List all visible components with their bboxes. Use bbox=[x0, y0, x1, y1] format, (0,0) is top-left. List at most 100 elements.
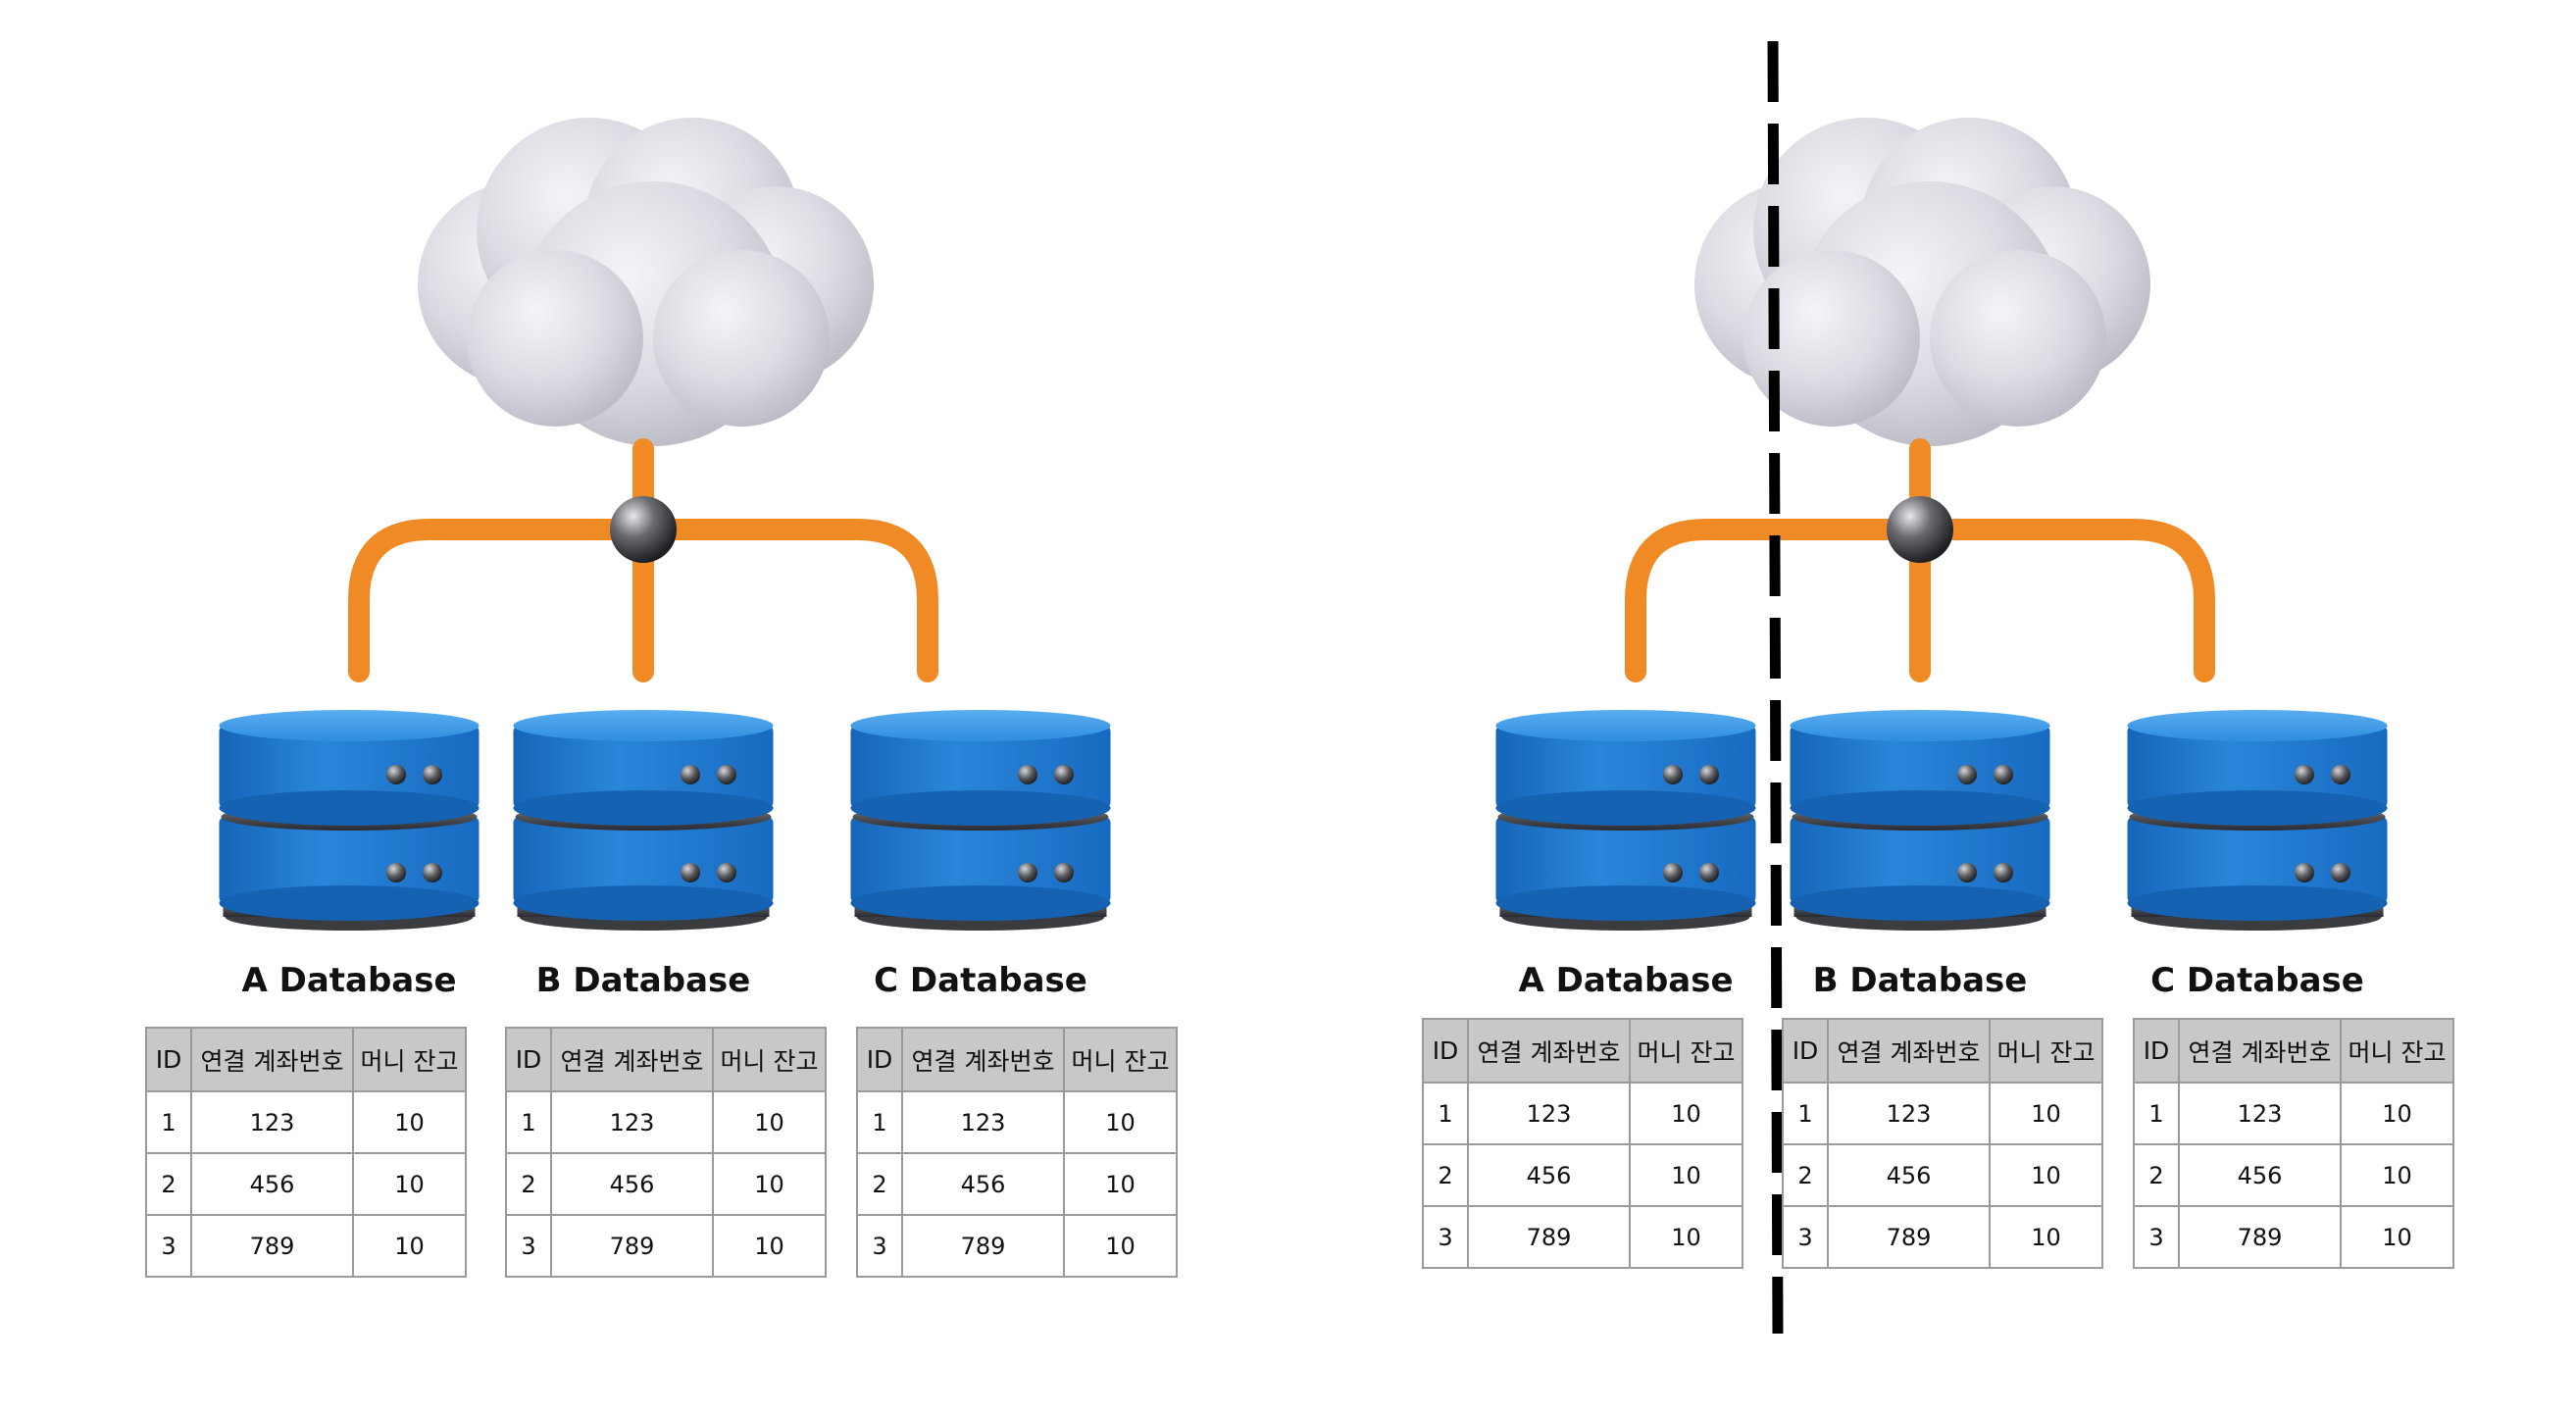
table-cell: 123 bbox=[2178, 1082, 2342, 1145]
table-cell: 2 bbox=[2133, 1143, 2180, 1207]
database-icon bbox=[1790, 710, 2050, 931]
connector-pipes bbox=[348, 438, 938, 682]
table-cell: 10 bbox=[2340, 1143, 2454, 1207]
table-cell: 456 bbox=[2178, 1143, 2342, 1207]
table-cell: 789 bbox=[550, 1214, 714, 1278]
table-cell: 10 bbox=[1063, 1214, 1178, 1278]
table-cell: 10 bbox=[2340, 1082, 2454, 1145]
table-cell: 456 bbox=[550, 1152, 714, 1216]
table-cell: 456 bbox=[1467, 1143, 1631, 1207]
table-cell: 789 bbox=[190, 1214, 354, 1278]
connector-pipes bbox=[1625, 438, 2215, 682]
table-cell: 123 bbox=[901, 1090, 1065, 1154]
table-cell: 3 bbox=[505, 1214, 552, 1278]
table-cell: 1 bbox=[505, 1090, 552, 1154]
column-header: 연결 계좌번호 bbox=[2178, 1018, 2342, 1084]
table-cell: 10 bbox=[1629, 1143, 1743, 1207]
table-cell: 1 bbox=[856, 1090, 903, 1154]
table-cell: 10 bbox=[712, 1214, 827, 1278]
table-cell: 10 bbox=[1063, 1152, 1178, 1216]
table-cell: 10 bbox=[2340, 1205, 2454, 1269]
table-cell: 10 bbox=[352, 1152, 467, 1216]
table-cell: 2 bbox=[145, 1152, 192, 1216]
column-header: 머니 잔고 bbox=[352, 1027, 467, 1092]
table-cell: 456 bbox=[901, 1152, 1065, 1216]
table-cell: 1 bbox=[1782, 1082, 1829, 1145]
table-cell: 123 bbox=[190, 1090, 354, 1154]
table-cell: 3 bbox=[1422, 1205, 1469, 1269]
table-cell: 123 bbox=[1827, 1082, 1991, 1145]
column-header: 연결 계좌번호 bbox=[190, 1027, 354, 1092]
table-cell: 1 bbox=[2133, 1082, 2180, 1145]
table-cell: 456 bbox=[190, 1152, 354, 1216]
table-cell: 2 bbox=[1422, 1143, 1469, 1207]
database-label: A Database bbox=[1518, 961, 1734, 1000]
table-cell: 456 bbox=[1827, 1143, 1991, 1207]
table-cell: 123 bbox=[550, 1090, 714, 1154]
table-cell: 10 bbox=[1629, 1082, 1743, 1145]
right-panel bbox=[1495, 118, 2388, 931]
table-cell: 2 bbox=[856, 1152, 903, 1216]
table-cell: 10 bbox=[712, 1152, 827, 1216]
column-header: ID bbox=[145, 1027, 192, 1092]
database-label: C Database bbox=[2150, 961, 2364, 1000]
column-header: 머니 잔고 bbox=[1629, 1018, 1743, 1084]
network-hub-icon bbox=[1887, 496, 1953, 563]
database-label: C Database bbox=[874, 961, 1087, 1000]
column-header: 연결 계좌번호 bbox=[1827, 1018, 1991, 1084]
table-cell: 10 bbox=[1989, 1143, 2103, 1207]
table-cell: 3 bbox=[856, 1214, 903, 1278]
column-header: ID bbox=[1422, 1018, 1469, 1084]
table-cell: 10 bbox=[1629, 1205, 1743, 1269]
database-icon bbox=[850, 710, 1111, 931]
table-cell: 789 bbox=[2178, 1205, 2342, 1269]
column-header: ID bbox=[505, 1027, 552, 1092]
cloud-icon bbox=[1694, 118, 2150, 446]
column-header: 연결 계좌번호 bbox=[1467, 1018, 1631, 1084]
column-header: 머니 잔고 bbox=[712, 1027, 827, 1092]
table-cell: 10 bbox=[712, 1090, 827, 1154]
column-header: ID bbox=[1782, 1018, 1829, 1084]
left-panel bbox=[219, 118, 1111, 931]
database-label: A Database bbox=[241, 961, 457, 1000]
table-cell: 1 bbox=[145, 1090, 192, 1154]
network-hub-icon bbox=[610, 496, 677, 563]
column-header: 머니 잔고 bbox=[1989, 1018, 2103, 1084]
table-cell: 2 bbox=[1782, 1143, 1829, 1207]
column-header: ID bbox=[2133, 1018, 2180, 1084]
table-cell: 10 bbox=[1063, 1090, 1178, 1154]
database-label: B Database bbox=[1812, 961, 2028, 1000]
column-header: 연결 계좌번호 bbox=[550, 1027, 714, 1092]
database-icon bbox=[2127, 710, 2388, 931]
database-icon bbox=[513, 710, 774, 931]
table-cell: 2 bbox=[505, 1152, 552, 1216]
cloud-icon bbox=[418, 118, 874, 446]
